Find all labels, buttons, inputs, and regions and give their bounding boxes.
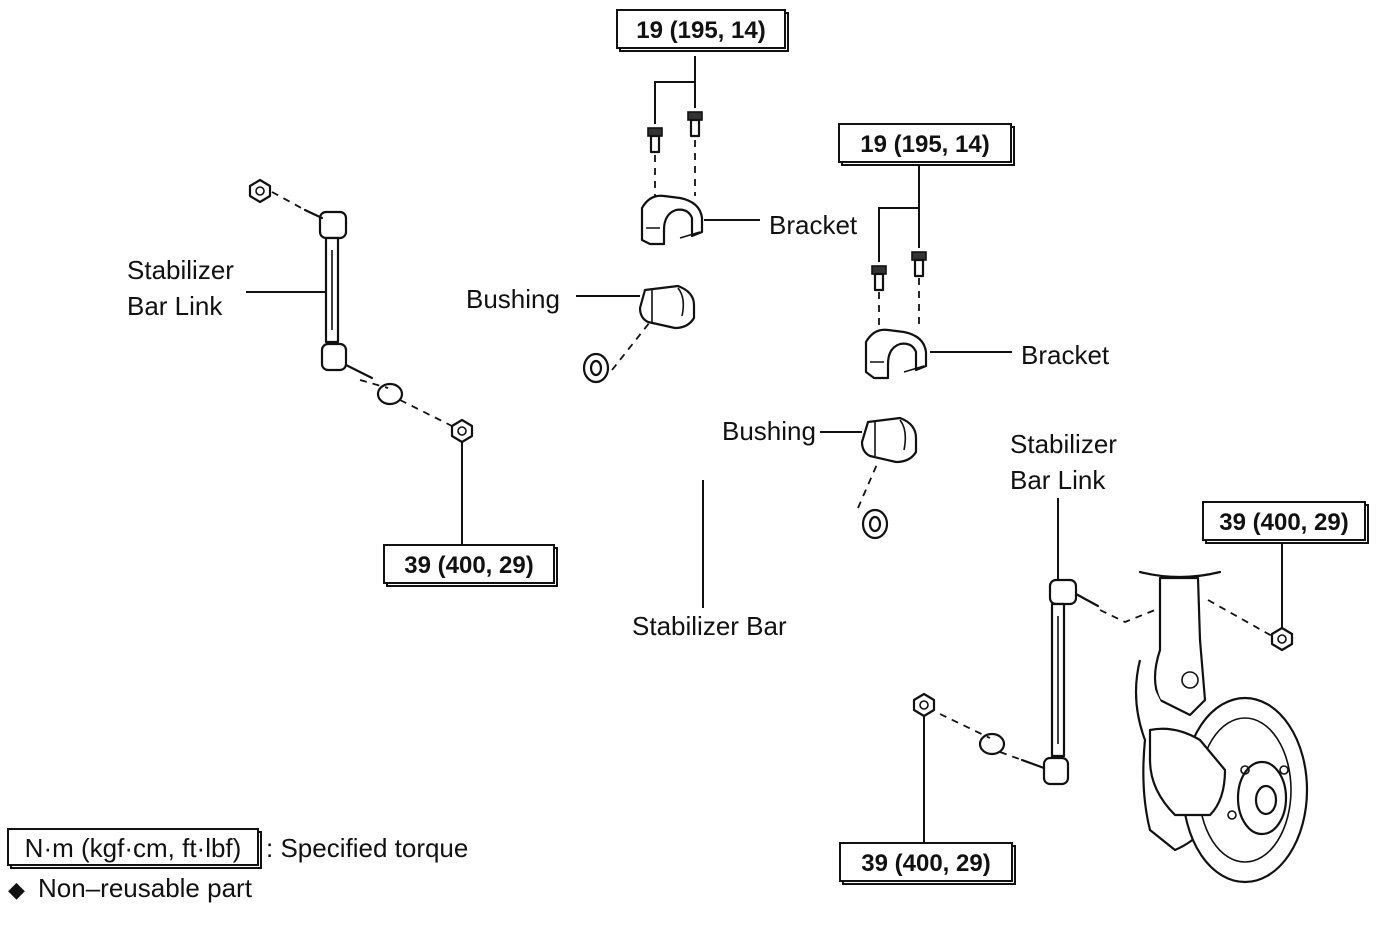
label-stabilizer-bar-link-right-line2: Bar Link — [1010, 465, 1106, 495]
bracket-upper-part — [640, 194, 704, 246]
torque-box-link-left: 39 (400, 29) — [383, 544, 558, 587]
bar-bushing-left — [582, 352, 610, 384]
label-stabilizer-bar: Stabilizer Bar — [632, 611, 787, 641]
torque-text-link-right-upper: 39 (400, 29) — [1219, 509, 1348, 536]
bracket-upper-bolts — [647, 111, 703, 196]
torque-text-bracket-lower: 19 (195, 14) — [860, 131, 989, 158]
legend-unit-description: : Specified torque — [266, 833, 468, 863]
nut-upper-left — [248, 178, 272, 204]
bracket-lower-part — [864, 328, 928, 380]
steering-knuckle-assembly — [1134, 570, 1309, 884]
label-bushing-right: Bushing — [722, 416, 816, 446]
label-stabilizer-bar-link-left-line1: Stabilizer — [127, 255, 234, 285]
stabilizer-bar — [376, 346, 1009, 756]
torque-text-link-right-lower: 39 (400, 29) — [861, 850, 990, 877]
label-stabilizer-bar-link-left-line2: Bar Link — [127, 291, 223, 321]
legend-non-reusable-description: Non–reusable part — [38, 873, 253, 903]
label-stabilizer-bar-link-right-line1: Stabilizer — [1010, 429, 1117, 459]
torque-text-bracket-upper: 19 (195, 14) — [636, 17, 765, 44]
bracket-lower-bolts — [871, 251, 927, 330]
bushing-right-part — [860, 416, 918, 464]
label-bushing-left: Bushing — [466, 284, 560, 314]
leader-lines — [246, 56, 1283, 843]
bushing-left-part — [638, 284, 696, 330]
legend: N·m (kgf·cm, ft·lbf) : Specified torque … — [7, 828, 468, 903]
nut-link-right-upper — [1207, 599, 1294, 652]
bar-bushing-right — [861, 508, 889, 540]
torque-box-link-right-upper: 39 (400, 29) — [1202, 501, 1369, 544]
label-bracket-upper: Bracket — [769, 210, 858, 240]
stabilizer-bar-link-left — [271, 191, 453, 427]
torque-box-bracket-lower: 19 (195, 14) — [838, 123, 1015, 166]
nut-link-left — [450, 418, 474, 444]
torque-box-link-right-lower: 39 (400, 29) — [839, 842, 1016, 885]
non-reusable-diamond-icon: ◆ — [8, 877, 25, 902]
label-bracket-lower: Bracket — [1021, 340, 1110, 370]
nut-link-right-lower — [912, 692, 936, 718]
legend-unit-box-text: N·m (kgf·cm, ft·lbf) — [25, 833, 242, 863]
torque-box-bracket-upper: 19 (195, 14) — [616, 9, 789, 52]
stabilizer-bar-link-right — [939, 578, 1161, 786]
torque-text-link-left: 39 (400, 29) — [404, 552, 533, 579]
